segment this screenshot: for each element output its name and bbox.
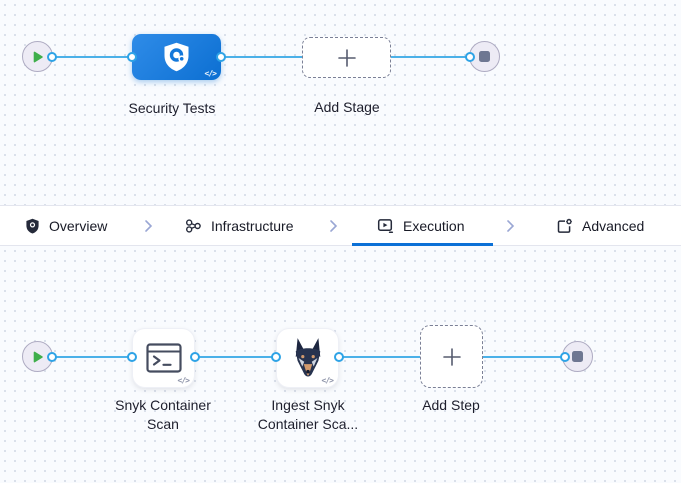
tab-execution-label: Execution xyxy=(403,217,465,234)
port-end-in[interactable] xyxy=(465,52,475,62)
advanced-icon xyxy=(557,218,572,233)
step-label-snyk-container-scan: Snyk Container Scan xyxy=(115,397,211,432)
port-stage-in[interactable] xyxy=(127,52,137,62)
stage-node-security-tests[interactable]: </> xyxy=(132,34,221,80)
stop-icon xyxy=(479,51,490,62)
tab-advanced[interactable]: Advanced xyxy=(556,206,644,245)
add-step-button[interactable] xyxy=(420,325,483,388)
tab-execution[interactable]: Execution xyxy=(377,206,464,245)
shield-scan-icon xyxy=(164,42,189,72)
chevron-right-icon xyxy=(330,220,338,232)
add-stage-button[interactable] xyxy=(302,37,391,78)
step-node-snyk-container-scan[interactable]: </> xyxy=(132,328,195,388)
tab-advanced-label: Advanced xyxy=(582,217,645,234)
stage-label: Security Tests xyxy=(128,100,216,116)
chevron-right-icon xyxy=(507,220,515,232)
tab-overview-label: Overview xyxy=(49,217,108,234)
tab-overview[interactable]: Overview xyxy=(25,206,107,245)
play-icon xyxy=(33,51,43,62)
port-ingest-in[interactable] xyxy=(271,352,281,362)
port-end-in[interactable] xyxy=(560,352,570,362)
play-icon xyxy=(33,351,43,362)
chevron-right-icon xyxy=(145,220,153,232)
step-node-ingest-snyk[interactable]: </> xyxy=(276,328,339,388)
port-start-out[interactable] xyxy=(47,352,57,362)
infrastructure-icon xyxy=(185,218,201,233)
snyk-dog-icon xyxy=(295,338,320,377)
active-tab-underline xyxy=(352,243,493,246)
tab-infrastructure-label: Infrastructure xyxy=(211,217,294,234)
port-start-out[interactable] xyxy=(47,52,57,62)
code-icon: </> xyxy=(204,69,217,78)
port-snyk-in[interactable] xyxy=(127,352,137,362)
port-stage-out[interactable] xyxy=(216,52,226,62)
stage-connector-edge xyxy=(38,56,486,58)
add-step-label: Add Step xyxy=(422,397,480,413)
pipeline-end-node[interactable] xyxy=(469,41,500,72)
add-stage-label: Add Stage xyxy=(314,99,380,115)
plus-icon xyxy=(337,48,356,67)
tab-infrastructure[interactable]: Infrastructure xyxy=(185,206,293,245)
stop-icon xyxy=(572,351,583,362)
port-ingest-out[interactable] xyxy=(334,352,344,362)
code-icon: </> xyxy=(177,376,190,385)
terminal-icon xyxy=(145,343,182,373)
step-pipeline-canvas[interactable]: </> </> Snyk Container Scan Ingest Snyk … xyxy=(0,246,681,483)
step-label-ingest-snyk: Ingest Snyk Container Sca... xyxy=(257,397,359,432)
execution-icon xyxy=(377,218,394,233)
port-snyk-out[interactable] xyxy=(190,352,200,362)
code-icon: </> xyxy=(321,376,334,385)
shield-icon xyxy=(26,218,39,233)
stage-config-tab-bar: Overview Infrastructure Execution xyxy=(0,205,681,246)
stage-pipeline-canvas[interactable]: </> Security Tests Add Stage xyxy=(0,0,681,205)
plus-icon xyxy=(442,347,461,366)
